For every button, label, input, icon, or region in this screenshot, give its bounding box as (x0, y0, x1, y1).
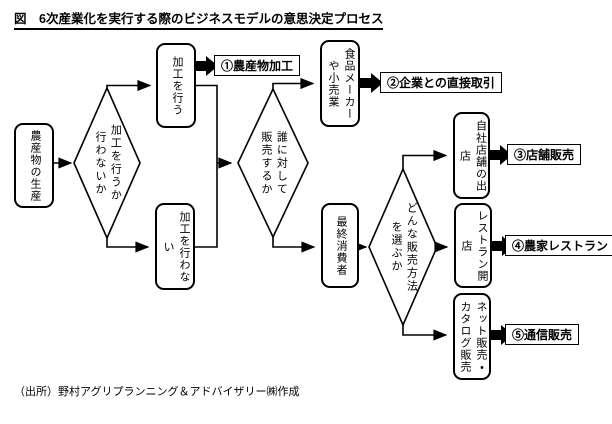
decision-diamond-process (73, 86, 141, 240)
block-arrow-outcome-1 (195, 56, 218, 76)
decision-label: 誰に対して 販売するか (260, 130, 288, 196)
connector-decision-to-net-sales (402, 324, 448, 341)
outcome-label-1: ①農産物加工 (214, 55, 301, 76)
connector-decision-to-consumer (272, 236, 316, 253)
node-process-yes: 加工を行う (156, 43, 196, 128)
node-label: 農産物の生産 (28, 129, 41, 202)
node-label: 自社店舗の出店 (458, 119, 487, 192)
decision-target-text-wrap: 誰に対して 販売するか (238, 89, 308, 237)
connector-decision-to-process-no (106, 237, 150, 253)
source-attribution: （出所）野村アグリプランニング＆アドバイザリー㈱作成 (14, 386, 300, 398)
connector-decision-to-process-yes (106, 79, 152, 92)
connector-decision-to-food-maker (272, 77, 315, 90)
node-net-catalog-sales: ネット販売・ カタログ販売 (453, 293, 491, 380)
outcome-label-2: ②企業との直接取引 (380, 72, 502, 93)
node-label: レストラン開店 (460, 209, 488, 282)
figure-title: 図 6次産業化を実行する際のビジネスモデルの意思決定プロセス (14, 8, 384, 30)
block-arrow-outcome-4 (491, 236, 514, 256)
node-food-maker-retail: 食品メーカー や小売業 (320, 40, 360, 127)
decision-diamond-target (237, 87, 309, 239)
block-arrow-outcome-5 (490, 325, 513, 345)
node-label: 食品メーカー や小売業 (327, 47, 355, 120)
block-arrow-outcome-2 (359, 73, 383, 93)
connector-merge-line (195, 84, 218, 248)
outcome-label-4: ④農家レストラン (505, 235, 612, 256)
node-farm-production: 農産物の生産 (14, 123, 54, 208)
outcome-label-3: ③店舗販売 (507, 144, 582, 165)
decision-label: 加工を行うか 行わないか (94, 124, 122, 202)
node-label: 最終消費者 (334, 215, 347, 276)
node-final-consumer: 最終消費者 (321, 203, 359, 288)
block-arrow-outcome-3 (489, 145, 512, 165)
node-restaurant: レストラン開店 (454, 203, 492, 288)
node-label: 加工を行う (170, 55, 183, 116)
node-own-store: 自社店舗の出店 (453, 112, 490, 199)
node-process-no: 加工を行わない (155, 203, 195, 290)
decision-process-text-wrap: 加工を行うか 行わないか (74, 88, 140, 238)
node-label: 加工を行わない (162, 210, 190, 283)
connector-decision-to-own-store (402, 149, 448, 170)
decision-method-text-wrap: どんな販売方法 を選ぶか (369, 169, 437, 325)
decision-label: どんな販売方法 を選ぶか (390, 201, 418, 293)
outcome-label-5: ⑤通信販売 (505, 324, 580, 345)
node-label: ネット販売・ カタログ販売 (459, 300, 487, 373)
